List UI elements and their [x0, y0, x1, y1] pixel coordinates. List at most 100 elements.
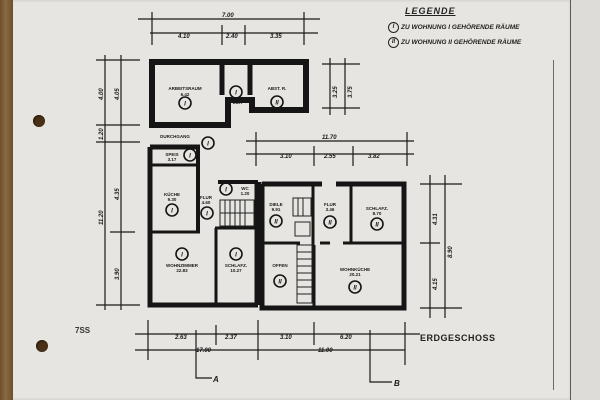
unit-marker-circle: [201, 136, 215, 150]
section-line-a: [195, 330, 212, 379]
stair-landing: [294, 221, 311, 237]
dim-label: 11.70: [322, 135, 337, 141]
stair-outline-right: [296, 244, 313, 304]
unit-marker-circle: [200, 206, 214, 220]
room-name: WOHNZIMMER: [166, 263, 199, 268]
wooden-table-background: [0, 0, 14, 400]
unit-marker-label: II: [328, 221, 332, 227]
room-area: 22.83: [176, 268, 188, 273]
dim-label: 8.90: [448, 246, 454, 258]
dim-label: 3.10: [280, 154, 292, 160]
unit-marker-label: I: [235, 91, 237, 97]
unit-marker-label: II: [375, 223, 379, 229]
room-area: 3.17: [168, 157, 177, 162]
legend-item-text: ZU WOHNUNG I GEHÖRENDE RÄUME: [401, 24, 520, 31]
room-name: FLUR: [324, 202, 337, 207]
room-name: SPEIS: [165, 152, 178, 157]
room-labels: ARBEITSRAUM 6.42 FLUR ABST. R. DURCHGANG…: [160, 86, 388, 277]
unit-marker-label: I: [184, 102, 186, 108]
dim-label: 3.82: [368, 154, 380, 160]
room-name: ARBEITSRAUM: [168, 86, 202, 91]
walls: [147, 59, 407, 311]
stair-upper-right: [292, 197, 312, 217]
staircase: [219, 197, 313, 304]
room-area: 9.91: [272, 207, 281, 212]
dim-label: 3.10: [280, 335, 292, 341]
section-marker-b: B: [394, 379, 400, 388]
section-marker-a: A: [212, 375, 219, 384]
dimension-labels: 7.00 4.10 2.40 3.35 11.70 3.10 2.55 3.82…: [99, 13, 454, 354]
unit-marker-label: II: [278, 280, 282, 286]
dim-label: 2.63: [174, 335, 187, 341]
room-name: ABST. R.: [268, 86, 287, 91]
room-name: KÜCHE: [164, 191, 180, 197]
unit-marker-circle: [183, 148, 197, 162]
unit-marker-circle: [348, 280, 362, 294]
room-area: 1.20: [241, 191, 250, 196]
unit-marker-circle: [323, 215, 337, 229]
unit-marker-label: I: [181, 253, 183, 259]
dimension-lines: [96, 12, 462, 383]
room-area: 3.46: [326, 207, 335, 212]
section-labels: A B: [212, 375, 400, 388]
dim-label: 17.00: [196, 348, 212, 354]
unit-ii-symbol: II: [388, 37, 399, 48]
legend-item-text: ZU WOHNUNG II GEHÖRENDE RÄUME: [401, 39, 522, 46]
legend-title: LEGENDE: [405, 6, 456, 16]
room-area: 8.70: [373, 211, 382, 216]
unit-marker-label: II: [353, 286, 357, 292]
dim-label: 2.37: [224, 335, 237, 341]
unit-marker-circle: [229, 247, 243, 261]
dim-label: 2.55: [323, 154, 336, 160]
unit-marker-label: II: [275, 101, 279, 107]
legend-item-1: I ZU WOHNUNG I GEHÖRENDE RÄUME: [388, 22, 519, 33]
page-edge-line: [553, 60, 554, 390]
unit-marker-circle: [165, 203, 179, 217]
room-area: 9.30: [168, 197, 177, 202]
dim-label: 3.75: [348, 86, 354, 98]
section-line-b: [369, 330, 392, 383]
dim-label: 7.00: [222, 13, 234, 19]
unit-marker-circle: [370, 217, 384, 231]
room-area: 4.60: [202, 200, 211, 205]
upper-block-walls: [149, 59, 309, 128]
unit-marker-circle: [269, 214, 283, 228]
room-name: SCHLAFZ.: [366, 206, 388, 211]
unit-marker-circle: [219, 182, 233, 196]
room-name: FLUR: [230, 100, 243, 105]
room-area: 10.27: [230, 268, 242, 273]
room-name: DURCHGANG: [160, 134, 190, 139]
unit-i-symbol: I: [388, 22, 399, 33]
unit-marker-label: I: [171, 209, 173, 215]
dim-label: 4.15: [433, 278, 439, 291]
floor-label: ERDGESCHOSS: [420, 333, 496, 343]
unit-marker-circle: [178, 96, 192, 110]
legend-item-2: II ZU WOHNUNG II GEHÖRENDE RÄUME: [388, 37, 521, 48]
dim-label: 3.25: [333, 86, 339, 98]
room-area: 20.21: [349, 272, 361, 277]
left-unit-outer-wall: [147, 147, 258, 308]
dim-label: 4.05: [115, 88, 121, 101]
dim-label: 2.40: [225, 34, 238, 40]
room-name: FLUR: [200, 195, 213, 200]
unit-marker-label: I: [206, 212, 208, 218]
dim-label: 1.20: [99, 128, 105, 140]
unit-marker-label: I: [189, 154, 191, 160]
unit-marker-circle: [273, 274, 287, 288]
unit-marker-circle: [270, 95, 284, 109]
dim-label: 11.20: [99, 210, 105, 225]
room-name: WOHNKÜCHE: [340, 266, 370, 272]
room-name: WC: [241, 186, 249, 191]
punch-hole-top: [33, 115, 45, 127]
dim-label: 4.31: [433, 213, 439, 226]
scale-note: 7SS: [75, 326, 91, 335]
unit-marker-label: I: [225, 188, 227, 194]
room-area: 6.42: [181, 92, 190, 97]
dim-label: 6.20: [340, 335, 352, 341]
dim-label: 3.90: [115, 268, 121, 280]
dim-label: 11.00: [318, 348, 333, 354]
unit-marker-label: I: [235, 253, 237, 259]
dim-label: 4.35: [115, 188, 121, 201]
